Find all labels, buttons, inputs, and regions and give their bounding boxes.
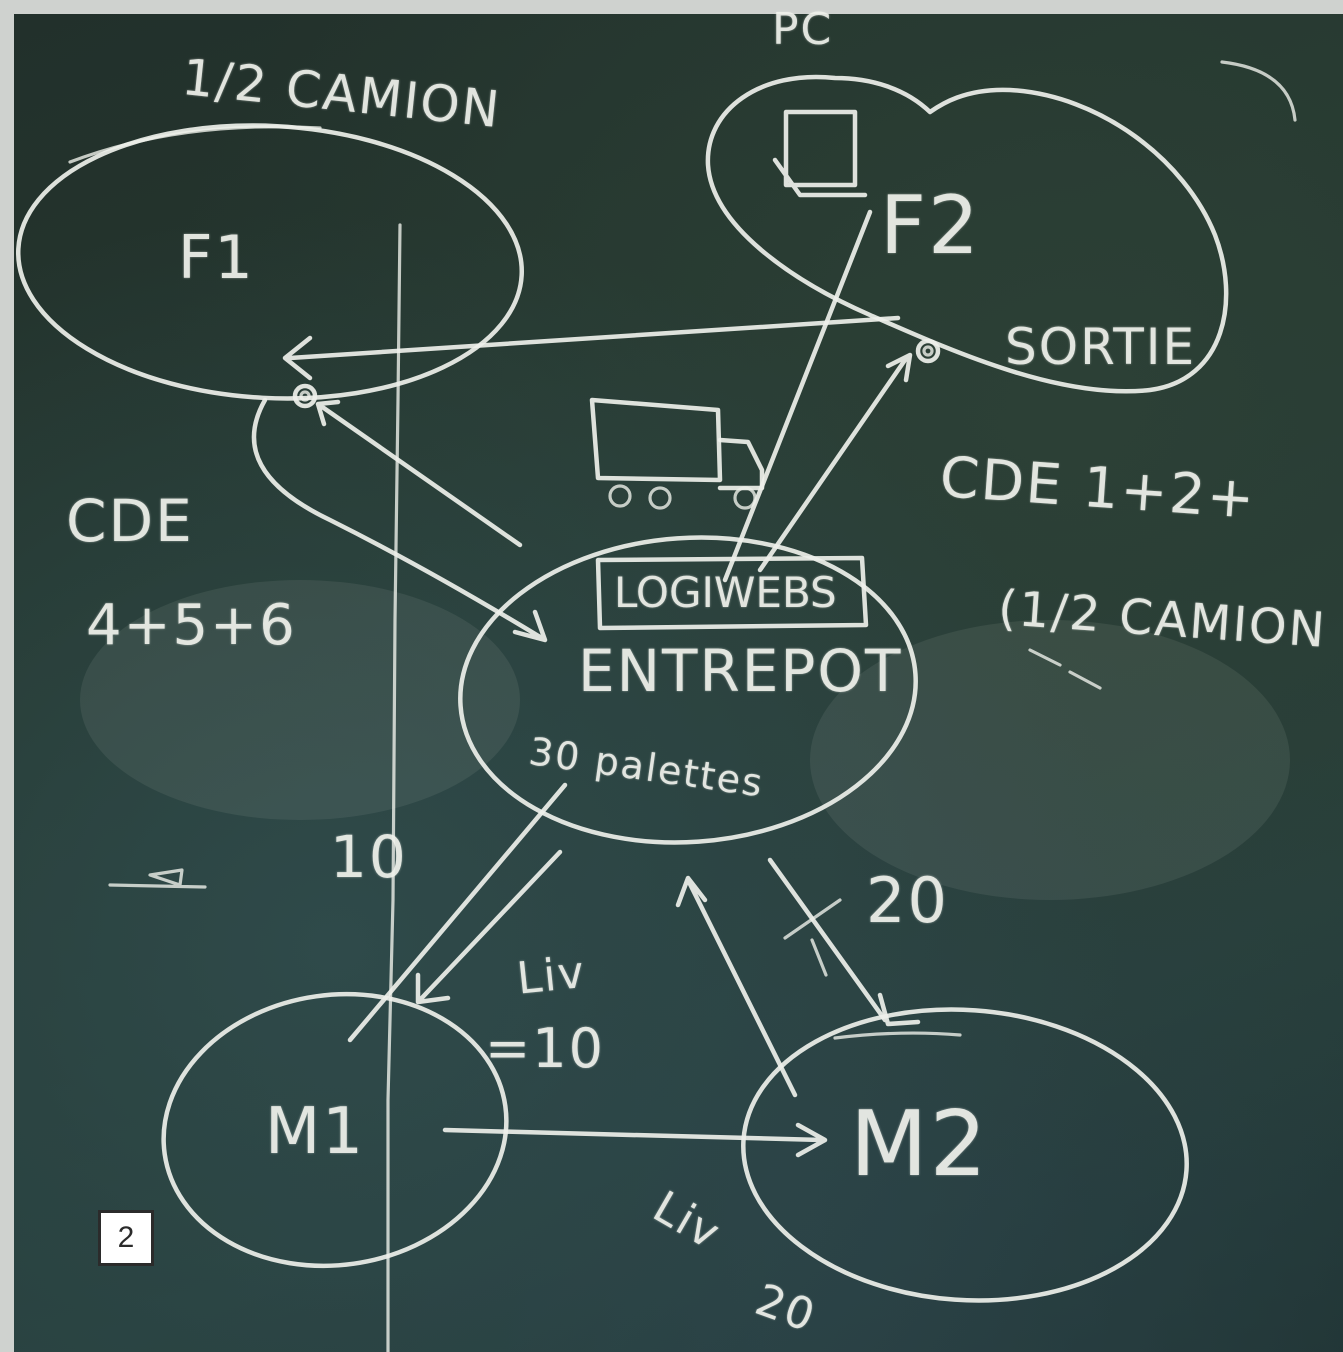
- label-cde-456-line2: 4+5+6: [86, 593, 297, 658]
- label-sortie: SORTIE: [1005, 318, 1197, 376]
- arrow-entrepot-to-f1: [315, 399, 523, 548]
- logiwebs-box: [595, 555, 869, 631]
- f2-node-dot: [915, 338, 941, 364]
- figure-number-badge: 2: [98, 1210, 154, 1266]
- arrow-m2-to-entrepot: [675, 875, 798, 1098]
- chalk-smudge: [80, 580, 520, 820]
- label-twenty: 20: [866, 864, 949, 937]
- arrow-m1-to-m2: [442, 1122, 828, 1158]
- label-liv-line2: =10: [485, 1017, 605, 1080]
- vertical-divider-line: [386, 223, 402, 1352]
- label-m2: M2: [850, 1092, 989, 1197]
- arrow-f1-to-entrepot: [251, 397, 548, 643]
- f1-ellipse: [15, 123, 525, 401]
- line-logiwebs-to-f2-a: [722, 209, 873, 583]
- entrepot-ellipse: [458, 535, 918, 845]
- label-logiwebs: LOGIWEBS: [614, 568, 837, 617]
- label-f1: F1: [178, 223, 255, 293]
- arrow-logiwebs-to-sortie: [757, 352, 913, 573]
- m2-ellipse-overstroke: [833, 1031, 962, 1040]
- f2-lobed-outline: [705, 74, 1229, 394]
- f1-ellipse-overstroke: [68, 125, 322, 164]
- truck-icon: [589, 397, 765, 510]
- label-liv-line1: Liv: [514, 946, 589, 1005]
- figure-number: 2: [117, 1221, 135, 1254]
- label-cde-456-line1: CDE: [66, 487, 194, 555]
- arrow-entrepot-to-m2: [767, 857, 921, 1027]
- label-entrepot: ENTREPOT: [578, 637, 903, 705]
- arrow-f2-to-f1: [282, 315, 901, 381]
- label-ten: 10: [330, 823, 408, 891]
- label-pc: PC: [772, 4, 834, 55]
- pc-box-icon: [772, 109, 868, 198]
- chalk-smudge: [810, 620, 1290, 900]
- arrow-entrepot-to-m1: [415, 849, 563, 1005]
- f1-node-dot: [292, 383, 318, 409]
- dash-marks: [1028, 648, 1102, 690]
- label-m1: M1: [265, 1095, 365, 1169]
- f2-bracket: [1220, 60, 1297, 122]
- chalk-mark: [108, 868, 207, 889]
- label-f2: F2: [880, 179, 981, 272]
- m1-ellipse: [161, 991, 509, 1269]
- cross-mark: [783, 898, 842, 977]
